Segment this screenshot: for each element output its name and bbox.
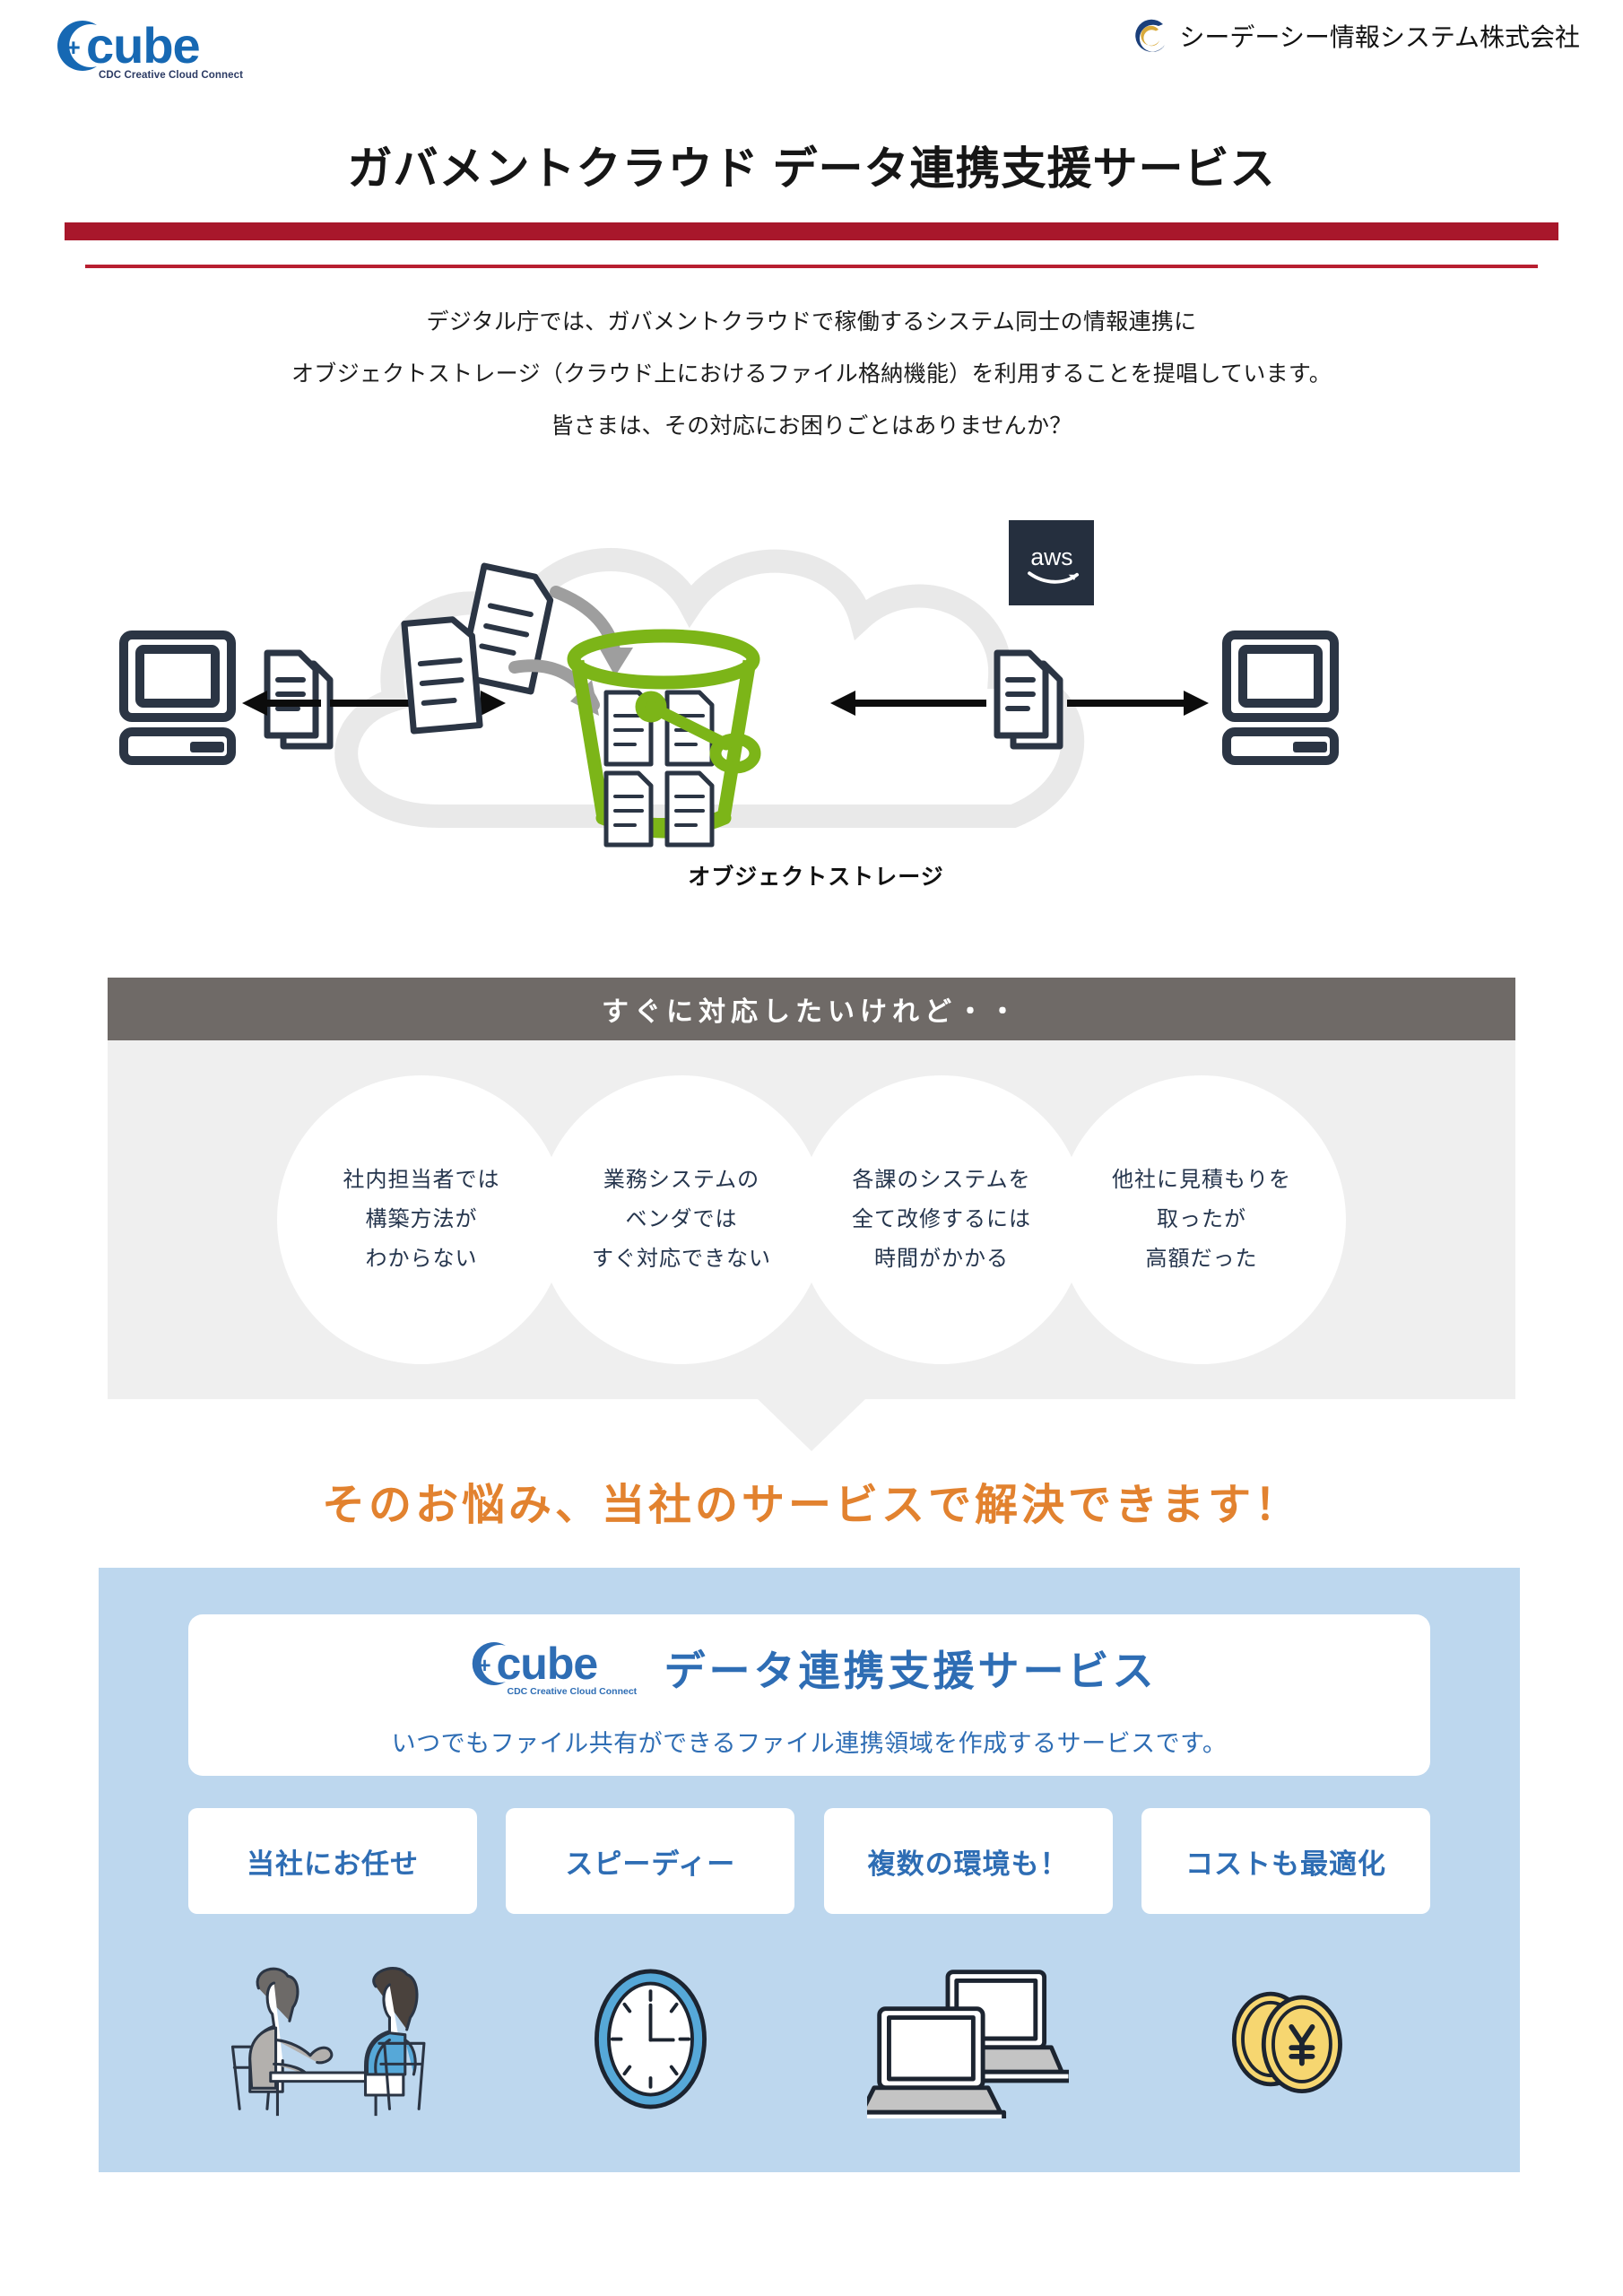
aws-logo-badge: aws <box>1009 520 1094 605</box>
problem-2-line-3: すぐ対応できない <box>592 1247 771 1271</box>
intro-line-2: オブジェクトストレージ（クラウド上におけるファイル格納機能）を利用することを提唱… <box>291 361 1332 387</box>
problem-circle-2: 業務システムの ベンダでは すぐ対応できない <box>537 1075 826 1364</box>
logo-plus: + <box>66 34 81 61</box>
feature-card-1[interactable]: 当社にお任せ <box>188 1808 477 1914</box>
title-rule-thin <box>85 265 1538 268</box>
problem-1-line-3: わからない <box>365 1247 478 1271</box>
intro-line-3: 皆さまは、その対応にお困りごとはありませんか？ <box>551 413 1072 439</box>
problem-3-line-1: 各課のシステムを <box>852 1168 1031 1192</box>
transfer-arrowhead-1 <box>599 648 633 676</box>
problem-1-line-2: 構築方法が <box>365 1207 478 1231</box>
aws-wordmark: aws <box>1030 544 1072 570</box>
service-logo-plus: + <box>478 1654 491 1678</box>
feature-card-2[interactable]: スピーディー <box>506 1808 795 1914</box>
problems-panel: 社内担当者では 構築方法が わからない 業務システムの ベンダでは すぐ対応でき… <box>108 1040 1515 1399</box>
company-swirl-icon <box>1135 19 1166 52</box>
problem-circle-1: 社内担当者では 構築方法が わからない <box>277 1075 566 1364</box>
problem-4-line-2: 取ったが <box>1157 1207 1246 1231</box>
page-title: ガバメントクラウド データ連携支援サービス <box>347 144 1276 194</box>
problem-2-line-2: ベンダでは <box>625 1207 738 1231</box>
title-rule-thick <box>65 222 1558 240</box>
right-computer-icon <box>1222 631 1339 765</box>
object-storage-bucket-icon <box>567 629 761 848</box>
consultation-meeting-icon <box>188 1935 477 2142</box>
service-card: + cube CDC Creative Cloud Connect データ連携支… <box>188 1614 1430 1776</box>
intro-block: デジタル庁では、ガバメントクラウドで稼働するシステム同士の情報連携に オブジェク… <box>0 296 1623 452</box>
solution-headline: そのお悩み、当社のサービスで解決できます！ <box>321 1482 1301 1529</box>
falling-document-icon-2 <box>401 616 483 735</box>
crescent-icon <box>57 21 97 71</box>
architecture-diagram: aws オブジェクトストレージ <box>108 484 1524 915</box>
service-logo-wordmark: cube <box>496 1639 599 1689</box>
problem-4-line-3: 高額だった <box>1145 1247 1258 1271</box>
storage-label: オブジェクトストレージ <box>688 865 944 890</box>
aws-icon: aws <box>1027 544 1079 584</box>
two-laptops-icon <box>824 1935 1113 2142</box>
intro-line-1: デジタル庁では、ガバメントクラウドで稼働するシステム同士の情報連携に <box>426 309 1197 335</box>
company-identity: シーデーシー情報システム株式会社 <box>1134 18 1580 54</box>
diagram-canvas <box>119 548 1339 848</box>
crescent-icon <box>472 1642 506 1685</box>
right-flow-arrow <box>830 691 1209 716</box>
feature-card-row: 当社にお任せ スピーディー 複数の環境も！ コストも最適化 <box>188 1808 1430 1914</box>
service-name: データ連携支援サービス <box>664 1648 1158 1694</box>
company-name: シーデーシー情報システム株式会社 <box>1179 23 1580 51</box>
problem-circle-4: 他社に見積もりを 取ったが 高額だった <box>1057 1075 1346 1364</box>
problem-3-line-2: 全て改修するには <box>852 1207 1031 1231</box>
brand-logo: + cube CDC Creative Cloud Connect <box>43 11 249 84</box>
feature-card-4[interactable]: コストも最適化 <box>1141 1808 1430 1914</box>
feature-illustration-row <box>188 1935 1430 2142</box>
solution-panel: + cube CDC Creative Cloud Connect データ連携支… <box>99 1568 1520 2172</box>
section-down-arrow <box>758 1399 865 1451</box>
yen-coins-icon <box>1141 1935 1430 2142</box>
problems-heading: すぐに対応したいけれど・・ <box>108 978 1515 1040</box>
problem-2-line-1: 業務システムの <box>603 1168 760 1192</box>
problem-4-line-1: 他社に見積もりを <box>1112 1168 1291 1192</box>
problem-1-line-1: 社内担当者では <box>343 1168 500 1192</box>
problem-circle-3: 各課のシステムを 全て改修するには 時間がかかる <box>797 1075 1086 1364</box>
logo-wordmark: cube <box>86 17 201 74</box>
right-document-stack-icon <box>994 649 1063 750</box>
problem-3-line-3: 時間がかかる <box>874 1247 1009 1271</box>
service-description: いつでもファイル共有ができるファイル連携領域を作成するサービスです。 <box>391 1730 1228 1757</box>
service-brand-logo: + cube CDC Creative Cloud Connect <box>462 1636 641 1700</box>
service-logo-tagline: CDC Creative Cloud Connect <box>507 1686 638 1697</box>
logo-tagline: CDC Creative Cloud Connect <box>99 70 244 81</box>
feature-card-3[interactable]: 複数の環境も！ <box>823 1808 1113 1914</box>
left-computer-icon <box>119 631 236 765</box>
clock-icon <box>506 1935 794 2142</box>
